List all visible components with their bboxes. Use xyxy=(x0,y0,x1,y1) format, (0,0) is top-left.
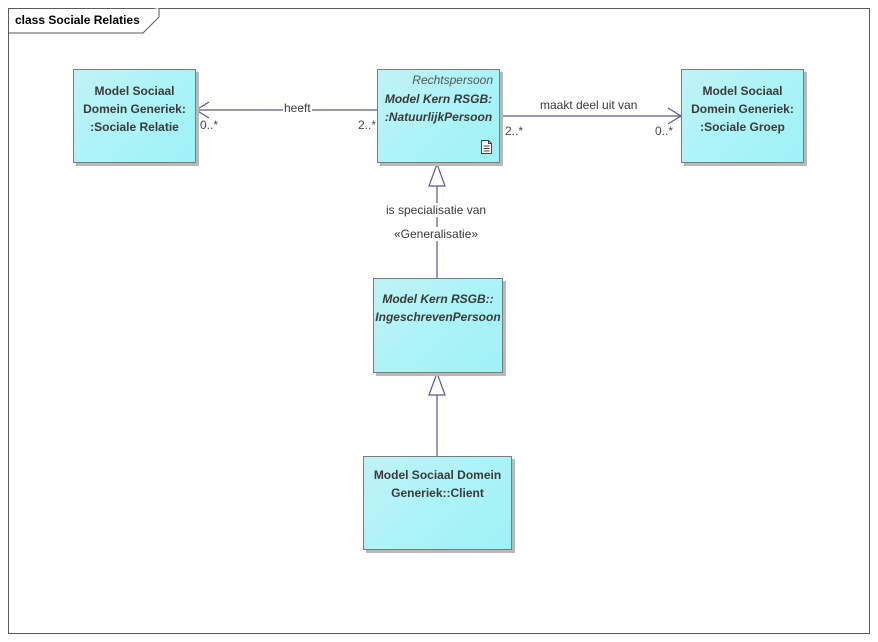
diagram-title: class Sociale Relaties xyxy=(15,13,140,27)
class-name: Model Sociaal Domein Generiek::Client xyxy=(373,468,502,500)
generalization-triangle-icon xyxy=(428,371,446,396)
class-sociale-groep[interactable]: Model Sociaal Domein Generiek: :Sociale … xyxy=(681,69,804,163)
generalization-triangle-icon xyxy=(428,162,446,187)
multiplicity-maakt-deel-source: 2..* xyxy=(505,124,524,138)
frame-tab-outline xyxy=(8,8,160,34)
multiplicity-heeft-source: 2..* xyxy=(358,118,377,132)
class-client[interactable]: Model Sociaal Domein Generiek::Client xyxy=(363,456,512,550)
class-natuurlijk-persoon[interactable]: Rechtspersoon Model Kern RSGB: :Natuurli… xyxy=(377,69,500,163)
association-label-maakt-deel-uit-van: maakt deel uit van xyxy=(539,98,639,112)
generalization-stereotype: «Generalisatie» xyxy=(393,227,480,241)
class-name: Model Kern RSGB:: IngeschrevenPersoon xyxy=(375,292,501,324)
generalization-label: is specialisatie van xyxy=(385,203,488,217)
class-sociale-relatie[interactable]: Model Sociaal Domein Generiek: :Sociale … xyxy=(73,69,196,163)
open-arrowhead-icon xyxy=(194,101,210,119)
diagram-frame xyxy=(8,8,870,634)
multiplicity-heeft-target: 0..* xyxy=(200,118,219,132)
class-name: Model Kern RSGB: :NatuurlijkPersoon xyxy=(384,92,493,124)
class-name: Model Sociaal Domein Generiek: :Sociale … xyxy=(691,84,794,134)
class-ingeschreven-persoon[interactable]: Model Kern RSGB:: IngeschrevenPersoon xyxy=(373,278,503,373)
generalization-client-to-ingeschreven[interactable] xyxy=(428,371,446,456)
association-label-heeft: heeft xyxy=(283,101,312,115)
class-parent-name: Rechtspersoon xyxy=(412,73,493,87)
multiplicity-maakt-deel-target: 0..* xyxy=(655,124,674,138)
document-icon[interactable] xyxy=(480,140,493,154)
class-name: Model Sociaal Domein Generiek: :Sociale … xyxy=(83,84,186,134)
